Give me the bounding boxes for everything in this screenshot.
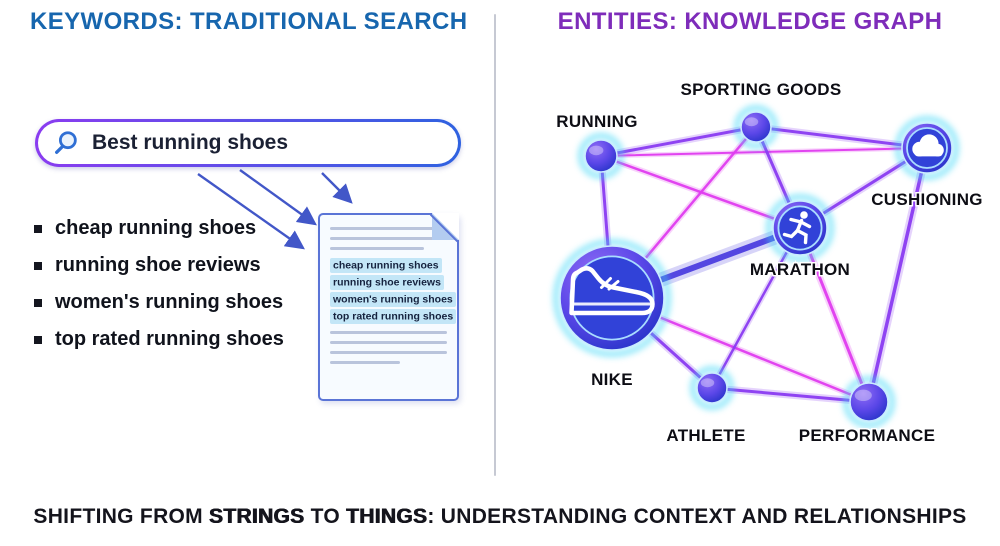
node-glow — [766, 194, 834, 262]
search-query-text: Best running shoes — [92, 131, 289, 154]
document-fold-corner — [432, 213, 459, 240]
node-circle — [849, 382, 889, 422]
highlighted-term: running shoe reviews — [330, 274, 444, 290]
arrow-3 — [321, 172, 353, 204]
edge-running-cushioning — [600, 147, 928, 157]
node-highlight — [744, 117, 759, 127]
footer-strings-word: STRINGS — [209, 505, 305, 528]
node-label-performance: PERFORMANCE — [799, 426, 935, 445]
footer-text: SHIFTING FROM — [33, 505, 210, 528]
knowledge-graph: NIKE MARATHON CUSHIONING RUNNING SPORTING GO… — [553, 79, 984, 447]
highlight-row: cheap running shoes — [330, 257, 447, 273]
bullet — [34, 224, 42, 233]
highlight-row: running shoe reviews — [330, 274, 447, 290]
node-highlight — [589, 145, 604, 156]
document-icon: cheap running shoes running shoe reviews… — [318, 213, 459, 401]
document-text-line — [330, 351, 447, 354]
node-circle — [584, 139, 618, 173]
document-text-line — [330, 331, 447, 334]
footer-caption: SHIFTING FROM STRINGS TO THINGS: UNDERST… — [0, 505, 1000, 529]
node-label-marathon: MARATHON — [750, 260, 850, 279]
node-label-running: RUNNING — [556, 112, 637, 131]
graph-nodes: NIKE MARATHON CUSHIONING RUNNING SPORTING GO… — [553, 79, 984, 447]
graph-node-athlete: ATHLETE — [665, 366, 747, 447]
document-text-line — [330, 341, 447, 344]
keyword-item-3: women's running shoes — [34, 290, 284, 315]
node-circle — [696, 372, 728, 404]
node-glow — [843, 376, 895, 428]
node-highlight — [854, 389, 872, 402]
highlight-row: women's running shoes — [330, 291, 456, 307]
node-glow — [690, 366, 734, 410]
node-glow — [553, 239, 671, 357]
graph-node-running: RUNNING — [555, 111, 639, 179]
footer-text: TO — [304, 505, 347, 528]
edge-running-sporting_goods — [599, 125, 758, 158]
document-highlighted-terms: cheap running shoes running shoe reviews… — [330, 257, 457, 324]
edge-cushioning-performance — [867, 146, 929, 404]
footer-text: : UNDERSTANDING CONTEXT AND RELATIONSHIP… — [427, 505, 967, 528]
keyword-item-1: cheap running shoes — [34, 216, 284, 241]
search-bar[interactable]: Best running shoes — [35, 119, 461, 167]
highlight-row: top rated running shoes — [330, 308, 457, 324]
footer-things-word: THINGS — [346, 505, 428, 528]
bullet — [34, 335, 42, 344]
bullet — [34, 261, 42, 270]
document-text-line — [330, 227, 447, 230]
document-text-line — [330, 361, 401, 364]
search-icon — [55, 131, 77, 154]
highlighted-term: top rated running shoes — [330, 308, 457, 324]
node-glow — [895, 116, 959, 180]
graph-node-performance: PERFORMANCE — [797, 376, 936, 447]
highlighted-term: cheap running shoes — [330, 257, 442, 273]
left-panel-title: KEYWORDS: TRADITIONAL SEARCH — [30, 8, 468, 35]
node-glow — [734, 105, 778, 149]
keyword-item-2: running shoe reviews — [34, 253, 284, 278]
node-highlight — [700, 378, 715, 388]
graph-node-sporting_goods: SPORTING GOODS — [679, 79, 843, 149]
bullet — [34, 298, 42, 307]
graph-node-nike: NIKE — [553, 239, 671, 391]
node-label-athlete: ATHLETE — [666, 426, 745, 445]
keyword-text: cheap running shoes — [55, 217, 257, 239]
document-text-line — [330, 247, 424, 250]
panel-divider — [494, 14, 496, 476]
keyword-list: cheap running shoes running shoe reviews… — [34, 216, 284, 364]
search-bar-inner[interactable]: Best running shoes — [38, 122, 458, 164]
node-label-nike: NIKE — [591, 370, 633, 389]
node-label-sporting_goods: SPORTING GOODS — [681, 80, 842, 99]
node-circle — [740, 111, 772, 143]
keyword-item-4: top rated running shoes — [34, 327, 284, 352]
keyword-text: women's running shoes — [55, 291, 284, 313]
highlighted-term: women's running shoes — [330, 291, 456, 307]
keyword-text: top rated running shoes — [55, 328, 284, 350]
document-text-line — [330, 237, 447, 240]
node-glow — [578, 133, 624, 179]
graph-node-marathon: MARATHON — [748, 194, 851, 281]
graph-node-cushioning: CUSHIONING — [870, 116, 984, 211]
keyword-text: running shoe reviews — [55, 254, 261, 276]
right-panel-title: ENTITIES: KNOWLEDGE GRAPH — [557, 8, 943, 35]
edge-athlete-performance — [710, 386, 871, 404]
node-label-cushioning: CUSHIONING — [871, 190, 983, 209]
